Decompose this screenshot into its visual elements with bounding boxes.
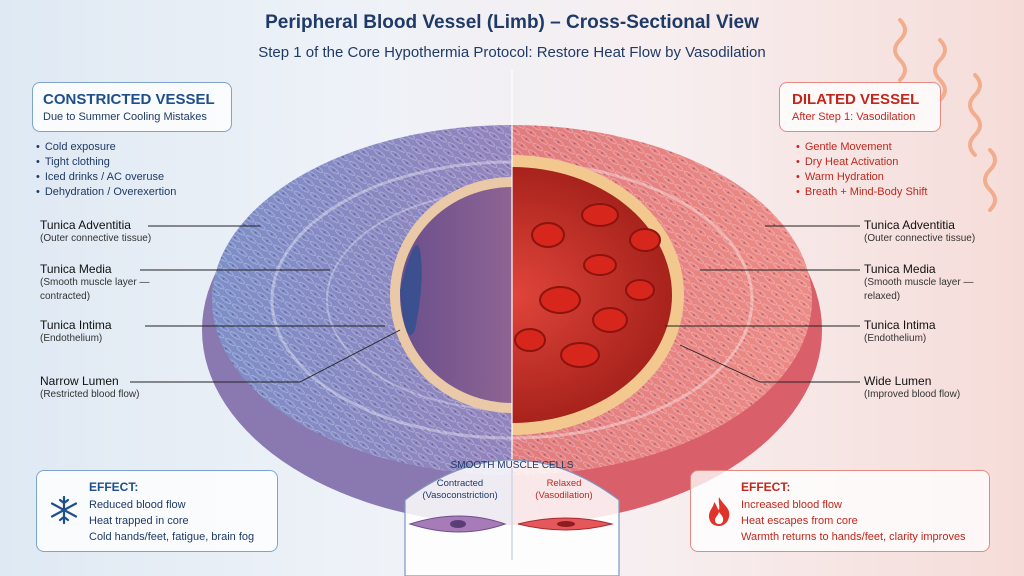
constricted-vessel-half [202, 125, 512, 525]
constricted-causes-list: Cold exposure Tight clothing Iced drinks… [36, 140, 176, 200]
label-leaders [130, 225, 860, 383]
list-item: Tight clothing [36, 155, 176, 170]
list-item: Warm Hydration [796, 170, 927, 185]
constricted-heading: CONSTRICTED VESSEL [43, 91, 215, 108]
list-item: Iced drinks / AC overuse [36, 170, 176, 185]
label-right-media: Tunica Media(Smooth muscle layer — relax… [864, 262, 974, 302]
constricted-effect-list: Reduced blood flow Heat trapped in core … [89, 497, 254, 545]
list-item: Heat escapes from core [741, 515, 858, 527]
constricted-effect-heading: EFFECT: [89, 480, 139, 494]
label-left-intima: Tunica Intima(Endothelium) [40, 318, 112, 344]
list-item: Cold hands/feet, fatigue, brain fog [89, 531, 255, 543]
dilated-effect-heading: EFFECT: [741, 480, 791, 494]
smooth-muscle-title: SMOOTH MUSCLE CELLS [450, 460, 574, 471]
page-title: Peripheral Blood Vessel (Limb) – Cross-S… [265, 12, 759, 33]
label-right-adventitia: Tunica Adventitia(Outer connective tissu… [864, 218, 976, 244]
snowflake-icon [50, 495, 78, 525]
constricted-effect-box: EFFECT: Reduced blood flow Heat trapped … [36, 470, 278, 552]
list-item: Dry Heat Activation [796, 155, 927, 170]
list-item: Reduced blood flow [89, 499, 186, 511]
relaxed-cell-icon [517, 517, 614, 531]
dilated-effect-list: Increased blood flow Heat escapes from c… [741, 497, 966, 545]
page-subtitle: Step 1 of the Core Hypothermia Protocol:… [258, 44, 766, 61]
label-right-intima: Tunica Intima(Endothelium) [864, 318, 936, 344]
list-item: Warmth returns to hands/feet, clarity im… [741, 531, 966, 543]
dilated-effect-box: EFFECT: Increased blood flow Heat escape… [690, 470, 990, 552]
flame-icon [709, 497, 730, 526]
dilated-heading: DILATED VESSEL [792, 91, 920, 108]
dilated-header-box: DILATED VESSEL After Step 1: Vasodilatio… [779, 82, 941, 132]
label-left-media: Tunica Media(Smooth muscle layer — contr… [40, 262, 150, 302]
constricted-header-box: CONSTRICTED VESSEL Due to Summer Cooling… [32, 82, 232, 132]
label-left-adventitia: Tunica Adventitia(Outer connective tissu… [40, 218, 152, 244]
list-item: Breath + Mind-Body Shift [796, 185, 928, 200]
heat-waves-icon [893, 18, 997, 212]
label-right-lumen: Wide Lumen(Improved blood flow) [864, 374, 961, 400]
list-item: Dehydration / Overexertion [36, 185, 176, 200]
list-item: Increased blood flow [741, 499, 842, 511]
list-item: Heat trapped in core [89, 515, 189, 527]
dilated-subheading: After Step 1: Vasodilation [792, 111, 916, 123]
dilated-causes-list: Gentle Movement Dry Heat Activation Warm… [796, 140, 928, 200]
list-item: Cold exposure [36, 140, 176, 155]
dilated-vessel-half [512, 125, 822, 525]
contracted-cell-icon [408, 515, 507, 533]
list-item: Gentle Movement [796, 140, 927, 155]
label-left-lumen: Narrow Lumen(Restricted blood flow) [40, 374, 140, 400]
contracted-cell-label: Contracted(Vasoconstriction) [422, 478, 498, 501]
red-blood-cells [514, 203, 661, 368]
constricted-subheading: Due to Summer Cooling Mistakes [43, 111, 207, 123]
relaxed-cell-label: Relaxed(Vasodilation) [535, 478, 593, 501]
